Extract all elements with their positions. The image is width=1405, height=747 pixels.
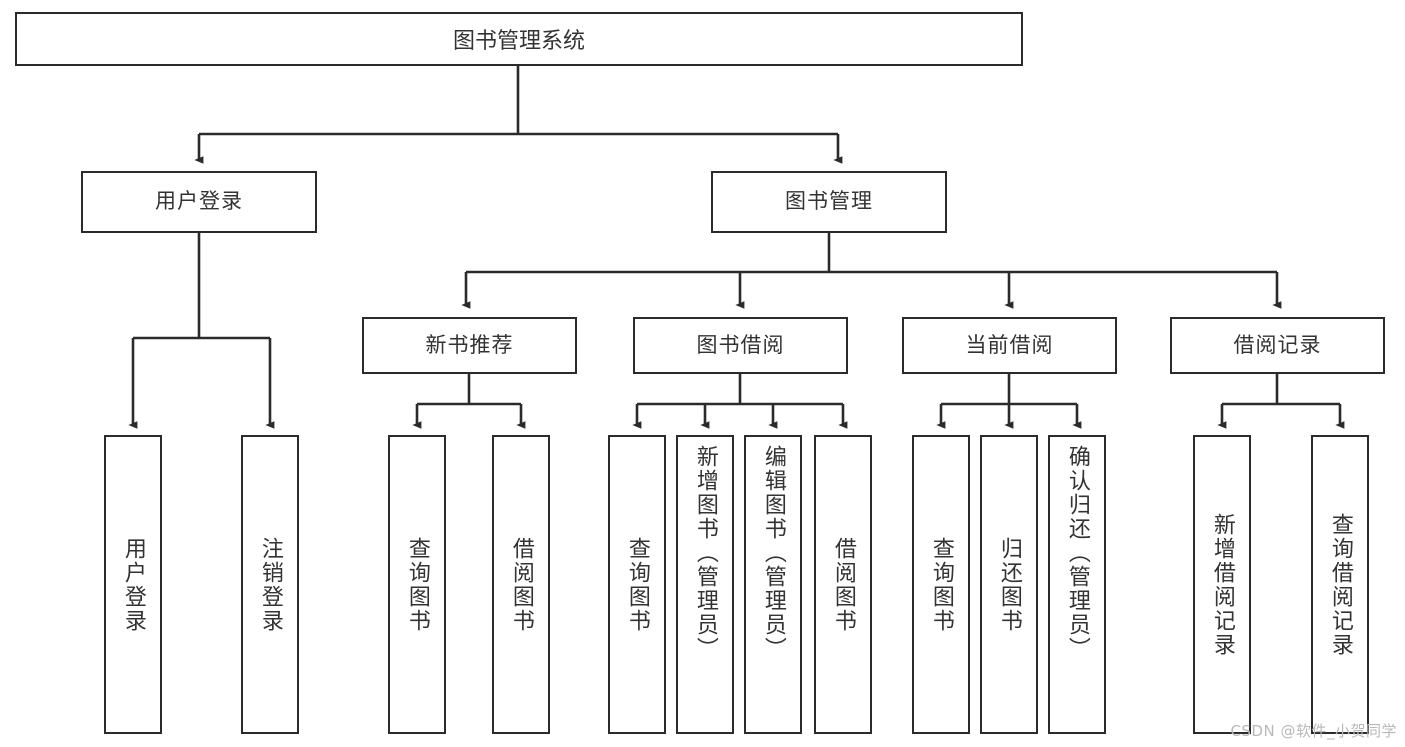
- leaf-query-record[interactable]: 查询借阅记录: [1311, 435, 1369, 734]
- node-book-borrow-label: 图书借阅: [696, 332, 785, 357]
- leaf-query-book-1-label: 查询图书: [404, 536, 430, 633]
- leaf-edit-book-label: 编辑图书（管理员）: [760, 445, 786, 661]
- node-book-management-label: 图书管理: [785, 189, 873, 214]
- leaf-add-book[interactable]: 新增图书（管理员）: [676, 435, 734, 734]
- leaf-query-book-2-label: 查询图书: [624, 536, 650, 633]
- leaf-add-record[interactable]: 新增借阅记录: [1193, 435, 1251, 734]
- leaf-user-login[interactable]: 用户登录: [104, 435, 162, 734]
- node-new-book-recommend[interactable]: 新书推荐: [362, 317, 577, 374]
- node-current-borrow[interactable]: 当前借阅: [902, 317, 1117, 374]
- node-book-management[interactable]: 图书管理: [711, 171, 947, 233]
- watermark-text: CSDN @软件_小贺同学: [1230, 722, 1397, 740]
- leaf-add-record-label: 新增借阅记录: [1209, 512, 1235, 657]
- leaf-query-book-1[interactable]: 查询图书: [388, 435, 446, 734]
- leaf-confirm-return[interactable]: 确认归还（管理员）: [1048, 435, 1106, 734]
- node-user-login-label: 用户登录: [155, 189, 243, 214]
- leaf-confirm-return-label: 确认归还（管理员）: [1064, 445, 1090, 661]
- leaf-return-book-label: 归还图书: [996, 536, 1022, 633]
- node-root-label: 图书管理系统: [452, 29, 585, 54]
- leaf-borrow-book-1-label: 借阅图书: [508, 536, 534, 633]
- leaf-query-book-3-label: 查询图书: [928, 536, 954, 633]
- leaf-logout-login-label: 注销登录: [257, 536, 283, 633]
- node-book-borrow[interactable]: 图书借阅: [633, 317, 848, 374]
- leaf-user-login-label: 用户登录: [120, 536, 146, 633]
- leaf-query-book-2[interactable]: 查询图书: [608, 435, 666, 734]
- leaf-query-record-label: 查询借阅记录: [1327, 512, 1353, 657]
- node-borrow-record[interactable]: 借阅记录: [1170, 317, 1385, 374]
- leaf-edit-book[interactable]: 编辑图书（管理员）: [744, 435, 802, 734]
- leaf-borrow-book-1[interactable]: 借阅图书: [492, 435, 550, 734]
- node-current-borrow-label: 当前借阅: [965, 332, 1054, 357]
- node-new-book-recommend-label: 新书推荐: [425, 332, 514, 357]
- node-borrow-record-label: 借阅记录: [1233, 332, 1322, 357]
- leaf-logout-login[interactable]: 注销登录: [241, 435, 299, 734]
- node-root[interactable]: 图书管理系统: [15, 12, 1023, 66]
- leaf-return-book[interactable]: 归还图书: [980, 435, 1038, 734]
- leaf-query-book-3[interactable]: 查询图书: [912, 435, 970, 734]
- leaf-borrow-book-2[interactable]: 借阅图书: [814, 435, 872, 734]
- leaf-add-book-label: 新增图书（管理员）: [692, 445, 718, 661]
- node-user-login[interactable]: 用户登录: [81, 171, 317, 233]
- leaf-borrow-book-2-label: 借阅图书: [830, 536, 856, 633]
